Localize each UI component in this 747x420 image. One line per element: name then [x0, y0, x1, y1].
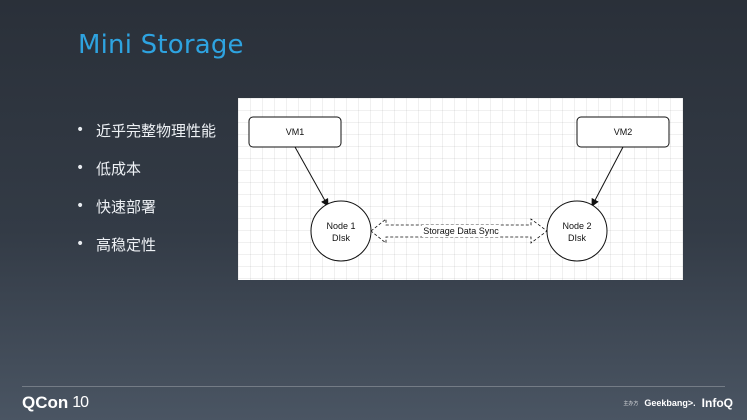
node2-circle — [546, 200, 608, 262]
bullet-text: 低成本 — [96, 159, 142, 178]
node1-label-line2: DIsk — [332, 233, 351, 243]
partner-organizer-text: 主办方 — [623, 400, 639, 407]
vm2-to-node2-connector — [591, 146, 624, 207]
vm1-label: VM1 — [286, 127, 305, 137]
qcon-logo: QCon 10 — [22, 393, 89, 413]
footer-divider — [22, 386, 725, 387]
bullet-item: • 低成本 — [76, 149, 216, 187]
diagram-canvas: VM1 VM2 Node 1 DIsk Node 2 DIsk Storage … — [248, 116, 670, 262]
vm2-label: VM2 — [614, 127, 633, 137]
node1-circle — [310, 200, 372, 262]
partner-logos: 主办方 Geekbang>. InfoQ — [623, 394, 733, 412]
architecture-diagram: VM1 VM2 Node 1 DIsk Node 2 DIsk Storage … — [238, 98, 683, 280]
bullet-text: 快速部署 — [96, 197, 157, 216]
node2-label-line1: Node 2 — [562, 221, 591, 231]
bullet-dot-icon: • — [76, 160, 85, 176]
qcon-brand: QCon — [22, 393, 69, 412]
bullet-item: • 近乎完整物理性能 — [76, 111, 216, 149]
bullet-item: • 快速部署 — [76, 187, 216, 225]
slide-title: Mini Storage — [78, 30, 244, 60]
node1-label-line1: Node 1 — [326, 221, 355, 231]
geekbang-logo: Geekbang>. — [644, 398, 696, 408]
node2-label-line2: DIsk — [568, 233, 587, 243]
bullet-text: 高稳定性 — [96, 235, 157, 254]
vm1-to-node1-connector — [294, 146, 329, 207]
sync-label-bg — [422, 225, 500, 237]
infoq-logo: InfoQ — [701, 396, 733, 410]
qcon-mark: 10 — [72, 394, 89, 411]
bullet-list: • 近乎完整物理性能 • 低成本 • 快速部署 • 高稳定性 — [76, 111, 216, 263]
bullet-dot-icon: • — [76, 236, 85, 252]
bullet-item: • 高稳定性 — [76, 225, 216, 263]
bullet-dot-icon: • — [76, 122, 85, 138]
sync-label: Storage Data Sync — [423, 226, 499, 236]
bullet-dot-icon: • — [76, 198, 85, 214]
bullet-text: 近乎完整物理性能 — [96, 121, 217, 140]
